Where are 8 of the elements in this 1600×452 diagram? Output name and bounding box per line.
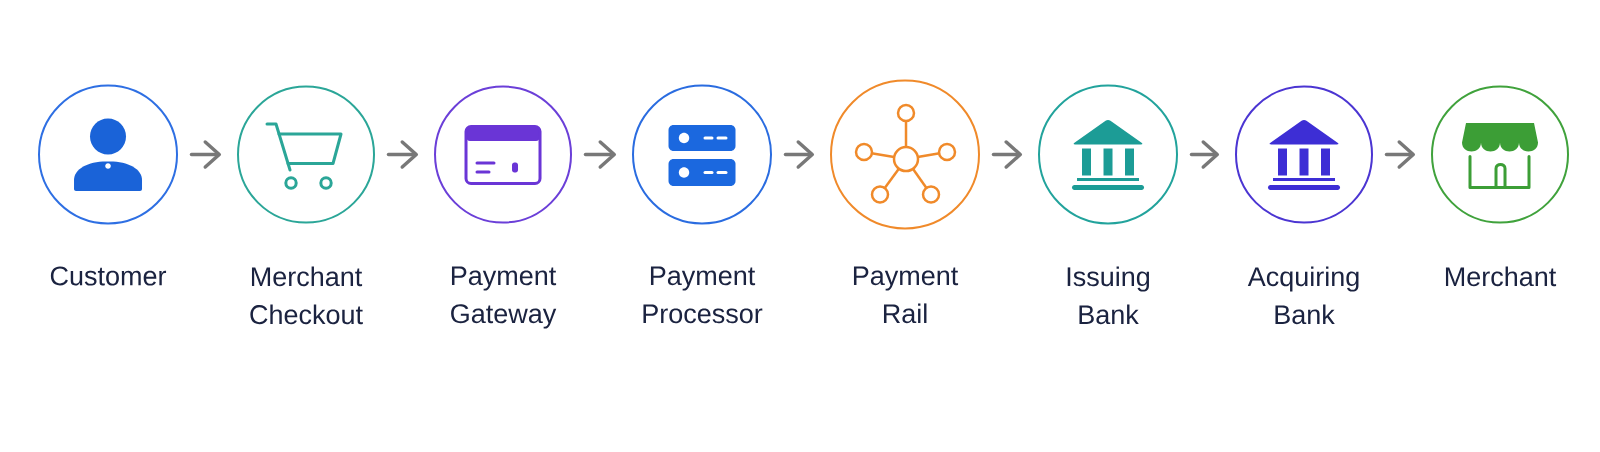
node-label: Acquiring Bank bbox=[1247, 266, 1359, 325]
node-label: Payment Processor bbox=[643, 266, 763, 324]
node-label: Payment Gateway bbox=[451, 266, 557, 329]
node-label: Customer bbox=[50, 266, 167, 286]
node-label: Merchant bbox=[1445, 266, 1557, 287]
node-label: Payment Rail bbox=[853, 266, 959, 324]
node-label: Merchant Checkout bbox=[250, 266, 363, 325]
node-label: Issuing Bank bbox=[1067, 266, 1149, 325]
